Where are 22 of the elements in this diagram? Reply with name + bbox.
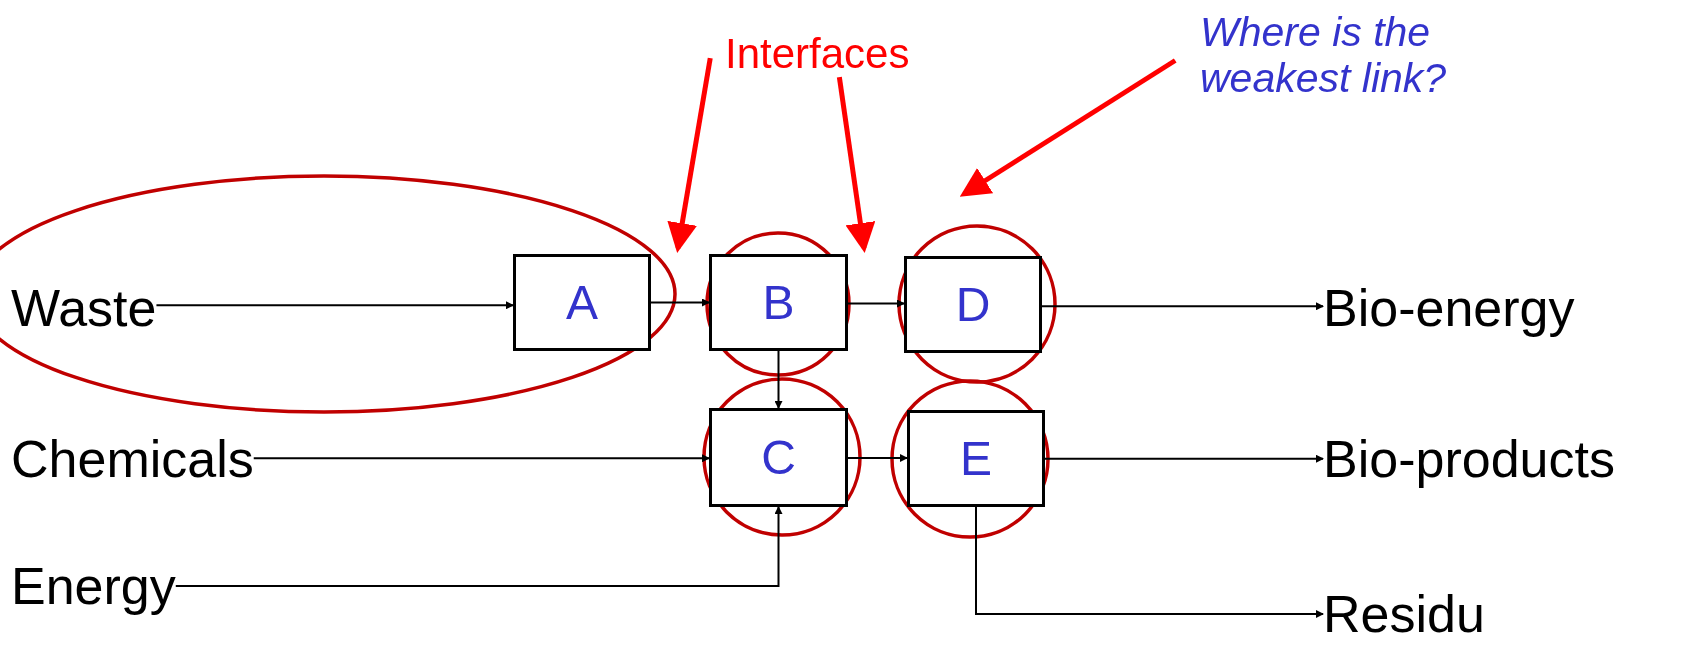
annotation-text: Interfaces	[725, 33, 910, 75]
question-text: Where is the weakest link?	[1200, 10, 1510, 102]
arrow	[667, 57, 713, 253]
arrow	[174, 506, 783, 587]
arrow	[847, 454, 908, 462]
arrow	[1044, 454, 1324, 463]
process-box: B	[709, 254, 848, 351]
process-box: A	[513, 254, 651, 351]
process-box: D	[904, 256, 1042, 353]
arrow	[252, 454, 710, 463]
arrow	[975, 506, 1324, 618]
arrow	[650, 298, 710, 307]
arrow	[1041, 302, 1324, 311]
arrow	[155, 301, 514, 310]
arrow	[836, 76, 876, 253]
arrow	[847, 299, 905, 308]
flow-label: Residu	[1323, 588, 1485, 640]
process-box: C	[709, 408, 848, 507]
process-box: E	[907, 410, 1045, 507]
flow-label: Waste	[11, 282, 157, 334]
arrow	[959, 58, 1177, 197]
flow-label: Chemicals	[11, 433, 254, 485]
